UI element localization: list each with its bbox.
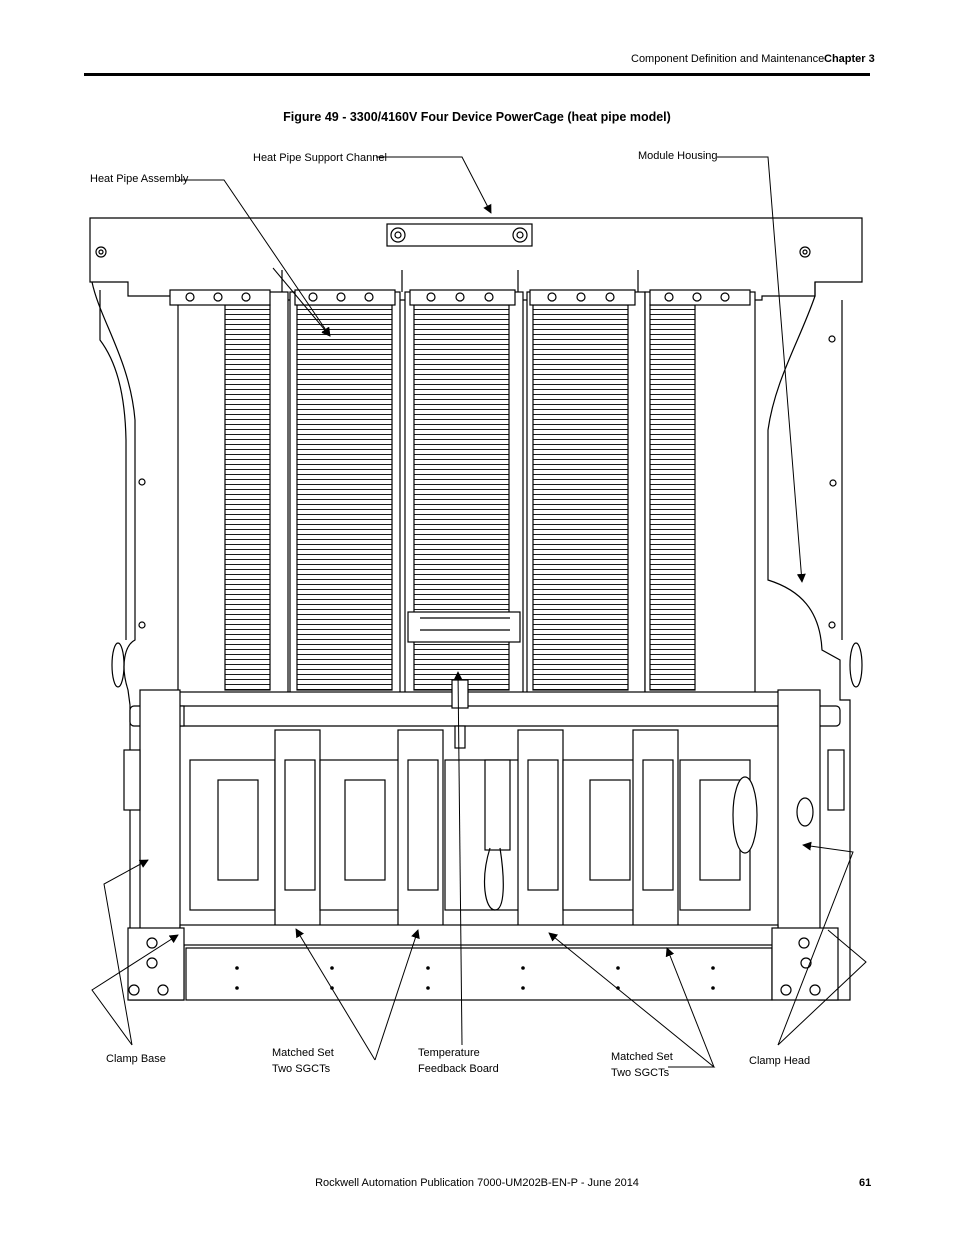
callout-matched-set-right-line1: Matched Set (611, 1051, 673, 1063)
callout-heat-pipe-support-channel: Heat Pipe Support Channel (253, 152, 387, 164)
callout-matched-set-left-line2: Two SGCTs (272, 1063, 331, 1075)
page-number: 61 (859, 1177, 872, 1189)
callout-module-housing: Module Housing (638, 150, 718, 162)
callout-matched-set-left: Matched Set Two SGCTs (272, 1045, 334, 1077)
header-rule (84, 73, 870, 76)
header-section-title: Component Definition and Maintenance (631, 53, 825, 65)
figure-title: Figure 49 - 3300/4160V Four Device Power… (283, 110, 671, 124)
leader-temperature-feedback-board (453, 671, 463, 1046)
leader-heat-pipe-assembly (178, 179, 331, 337)
header-chapter: Chapter 3 (824, 53, 875, 65)
callout-matched-set-left-line1: Matched Set (272, 1047, 334, 1059)
leader-matched-set-right-2 (665, 947, 715, 1068)
callout-temperature-line2: Feedback Board (418, 1063, 499, 1075)
footer-publication: Rockwell Automation Publication 7000-UM2… (315, 1177, 639, 1189)
callout-temperature-line1: Temperature (418, 1047, 480, 1059)
leader-matched-set-left-2 (374, 929, 420, 1061)
leader-heat-pipe-assembly-2 (272, 267, 331, 337)
leader-clamp-head-1 (777, 841, 854, 1046)
callout-matched-set-right-line2: Two SGCTs (611, 1067, 670, 1079)
leader-clamp-base-2 (91, 934, 179, 1046)
leader-module-housing (717, 156, 806, 583)
callout-clamp-head: Clamp Head (749, 1055, 811, 1067)
callout-clamp-base: Clamp Base (106, 1053, 166, 1065)
callout-matched-set-right: Matched Set Two SGCTs (611, 1049, 673, 1081)
leader-clamp-head-2 (777, 929, 867, 1046)
leader-matched-set-left-1 (295, 928, 376, 1061)
callout-heat-pipe-assembly: Heat Pipe Assembly (90, 173, 189, 185)
leader-clamp-base-1 (103, 859, 149, 1046)
leader-heat-pipe-support-channel (376, 156, 492, 214)
callout-temperature-feedback-board: Temperature Feedback Board (418, 1045, 499, 1077)
